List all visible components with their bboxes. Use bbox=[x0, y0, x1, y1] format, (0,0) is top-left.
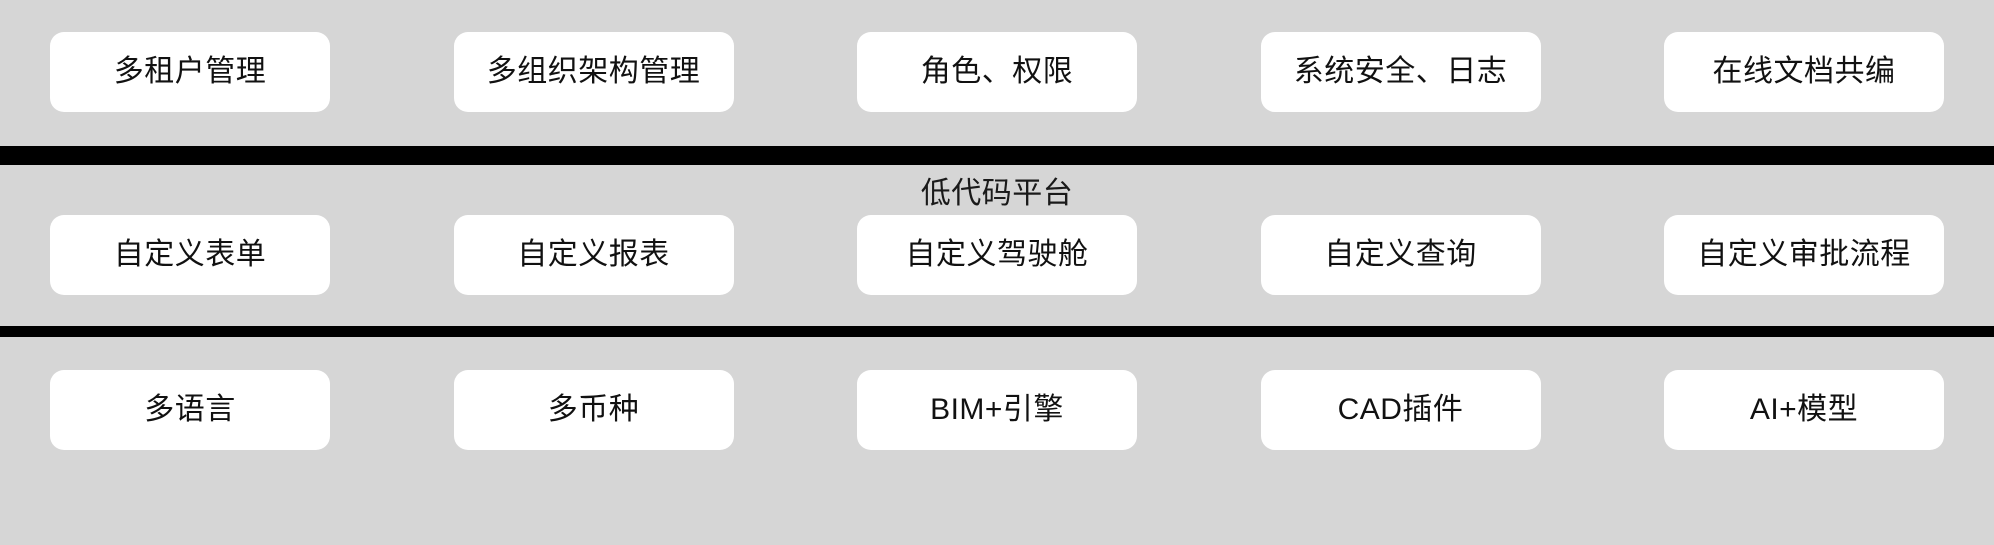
feature-card[interactable]: 自定义审批流程 bbox=[1664, 215, 1944, 295]
section-divider-2 bbox=[0, 326, 1994, 337]
feature-card-label: 系统安全、日志 bbox=[1293, 55, 1508, 88]
feature-card-label: 角色、权限 bbox=[920, 55, 1074, 88]
card-row-1: 多租户管理 多组织架构管理 角色、权限 系统安全、日志 在线文档共编 bbox=[0, 32, 1994, 112]
feature-card-label: 自定义表单 bbox=[113, 238, 267, 271]
card-row-2: 自定义表单 自定义报表 自定义驾驶舱 自定义查询 自定义审批流程 bbox=[0, 215, 1994, 295]
section-low-code-platform: 低代码平台 自定义表单 自定义报表 自定义驾驶舱 自定义查询 自定义审批流程 bbox=[0, 165, 1994, 326]
feature-card-label: 多租户管理 bbox=[113, 55, 267, 88]
feature-card[interactable]: 多租户管理 bbox=[50, 32, 330, 112]
feature-card[interactable]: 自定义报表 bbox=[453, 215, 734, 295]
feature-card[interactable]: 多币种 bbox=[453, 370, 734, 450]
feature-card[interactable]: 多语言 bbox=[50, 370, 330, 450]
section-title-low-code-platform: 低代码平台 bbox=[920, 177, 1074, 210]
card-row-3: 多语言 多币种 BIM+引擎 CAD插件 AI+模型 bbox=[0, 370, 1994, 450]
feature-card[interactable]: CAD插件 bbox=[1260, 370, 1541, 450]
feature-card[interactable]: 系统安全、日志 bbox=[1260, 32, 1541, 112]
feature-card-label: 在线文档共编 bbox=[1712, 55, 1896, 88]
feature-card-label: 自定义报表 bbox=[517, 238, 670, 271]
feature-card-label: 自定义查询 bbox=[1324, 238, 1477, 271]
feature-card[interactable]: 自定义查询 bbox=[1260, 215, 1541, 295]
feature-card[interactable]: 角色、权限 bbox=[857, 32, 1137, 112]
feature-card[interactable]: 多组织架构管理 bbox=[453, 32, 734, 112]
section-capabilities: 多语言 多币种 BIM+引擎 CAD插件 AI+模型 bbox=[0, 337, 1994, 484]
feature-card-label: 多语言 bbox=[144, 393, 236, 426]
section-divider-1 bbox=[0, 146, 1994, 165]
feature-card[interactable]: BIM+引擎 bbox=[857, 370, 1137, 450]
feature-card-label: 多组织架构管理 bbox=[486, 55, 701, 88]
feature-card[interactable]: 自定义表单 bbox=[50, 215, 330, 295]
feature-card[interactable]: 在线文档共编 bbox=[1664, 32, 1944, 112]
feature-card-label: AI+模型 bbox=[1749, 393, 1859, 426]
feature-card-label: 自定义驾驶舱 bbox=[905, 238, 1089, 271]
feature-card[interactable]: 自定义驾驶舱 bbox=[857, 215, 1137, 295]
feature-card-label: CAD插件 bbox=[1337, 393, 1464, 426]
section-platform-foundation: 多租户管理 多组织架构管理 角色、权限 系统安全、日志 在线文档共编 bbox=[0, 0, 1994, 146]
feature-card-label: 自定义审批流程 bbox=[1697, 238, 1911, 271]
feature-card-label: BIM+引擎 bbox=[930, 393, 1064, 426]
feature-card-label: 多币种 bbox=[547, 393, 640, 426]
feature-card[interactable]: AI+模型 bbox=[1664, 370, 1944, 450]
